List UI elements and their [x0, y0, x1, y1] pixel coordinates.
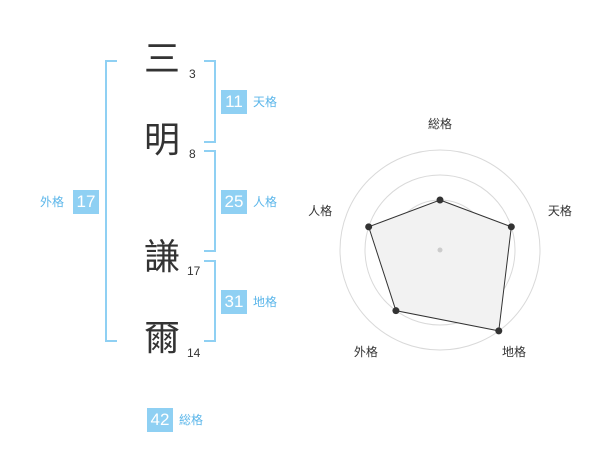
stroke-count-3: 17: [187, 264, 201, 278]
name-char-1: 三: [143, 39, 180, 80]
gaikaku-label: 外格: [40, 195, 65, 209]
name-char-3: 謙: [143, 237, 180, 278]
radar-ring: [364, 174, 516, 326]
radar-point: [507, 223, 515, 231]
tenkaku-value: 11: [221, 90, 247, 114]
radar-axis-label: 人格: [308, 203, 332, 218]
radar-ring: [339, 149, 541, 351]
jinkaku-label: 人格: [253, 195, 278, 209]
radar-axis-label: 地格: [502, 344, 526, 359]
radar-axis-label: 天格: [548, 203, 572, 218]
name-char-2: 明: [143, 120, 180, 161]
gaikaku-bracket: [105, 60, 117, 342]
soukaku-label: 総格: [179, 413, 204, 427]
tenkaku-label: 天格: [253, 95, 278, 109]
stroke-count-1: 3: [189, 67, 196, 81]
radar-point: [495, 327, 503, 335]
chikaku-label: 地格: [253, 295, 278, 309]
tenkaku-bracket: [204, 60, 216, 143]
name-char-4: 爾: [143, 318, 180, 359]
radar-axis-label: 総格: [428, 116, 452, 131]
radar-point: [436, 196, 444, 204]
chikaku-value: 31: [221, 290, 247, 314]
gaikaku-value: 17: [73, 190, 99, 214]
radar-data-points: [365, 196, 515, 335]
jinkaku-value: 25: [221, 190, 247, 214]
radar-axis-label: 外格: [354, 344, 378, 359]
soukaku-value: 42: [147, 408, 173, 432]
jinkaku-bracket: [204, 150, 216, 252]
radar-point: [392, 307, 400, 315]
stroke-count-4: 14: [187, 346, 201, 360]
radar-data-polygon: [368, 199, 512, 332]
chikaku-bracket: [204, 260, 216, 342]
radar-point: [365, 223, 373, 231]
stroke-count-2: 8: [189, 147, 196, 161]
radar-center-dot: [437, 247, 443, 253]
